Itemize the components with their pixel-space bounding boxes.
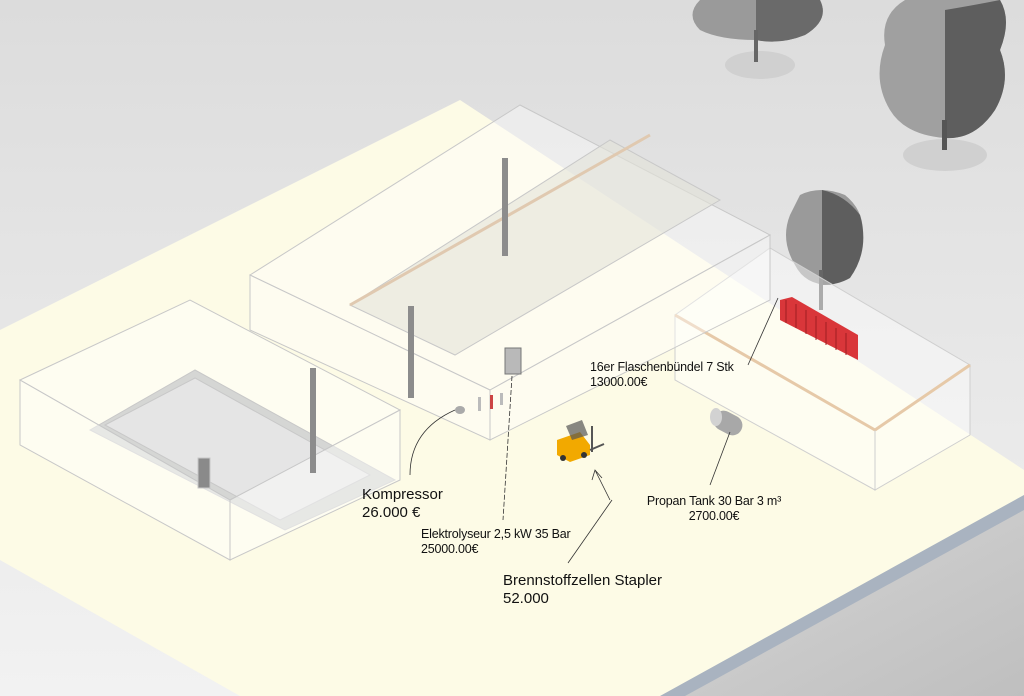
building-main-hall: [248, 104, 772, 441]
chimney: [502, 158, 508, 256]
stapler-name: Brennstoffzellen Stapler: [503, 572, 662, 589]
kompressor-leader: [409, 409, 456, 476]
flaschen-price: 13000.00€: [590, 375, 648, 389]
chimney: [408, 306, 414, 398]
kompressor-name: Kompressor: [362, 486, 443, 503]
propane-tank-icon: [710, 408, 743, 436]
kompressor-label: Kompressor 26.000 €: [362, 486, 443, 522]
electrolyser-cabinet: [504, 347, 522, 375]
propan-label: Propan Tank 30 Bar 3 m³ 2700.00€: [634, 494, 794, 524]
propan-name: Propan Tank 30 Bar 3 m³: [646, 494, 782, 508]
elektrolyseur-label: Elektrolyseur 2,5 kW 35 Bar 25000.00€: [421, 527, 571, 557]
bottle-bundle-icon: [780, 297, 858, 360]
forklift-icon: [557, 420, 605, 462]
elektrolyseur-leader: [502, 375, 513, 521]
flaschen-leader: [747, 297, 779, 366]
propan-leader: [709, 431, 731, 486]
tree-icon: [879, 0, 1006, 171]
elektrolyseur-name: Elektrolyseur 2,5 kW 35 Bar: [421, 527, 571, 541]
flaschen-name: 16er Flaschenbündel 7 Stk: [590, 360, 734, 374]
chimney: [310, 368, 316, 473]
leader-lines: [409, 297, 779, 564]
building-left-wing: [18, 299, 402, 561]
tree-icon: [786, 190, 864, 310]
stapler-label: Brennstoffzellen Stapler 52.000: [503, 572, 662, 608]
site-ground-plane: [0, 100, 1024, 696]
stapler-leader: [567, 499, 613, 564]
kompressor-price: 26.000 €: [362, 504, 421, 521]
flaschen-label: 16er Flaschenbündel 7 Stk 13000.00€: [590, 360, 734, 390]
tree-icon: [692, 0, 823, 79]
road-edge: [660, 495, 1024, 696]
compressor-equipment: [455, 393, 503, 414]
elektrolyseur-price: 25000.00€: [421, 542, 479, 556]
stapler-arrow-icon: [591, 469, 611, 501]
stapler-price: 52.000: [503, 590, 549, 607]
propan-price: 2700.00€: [688, 509, 740, 523]
